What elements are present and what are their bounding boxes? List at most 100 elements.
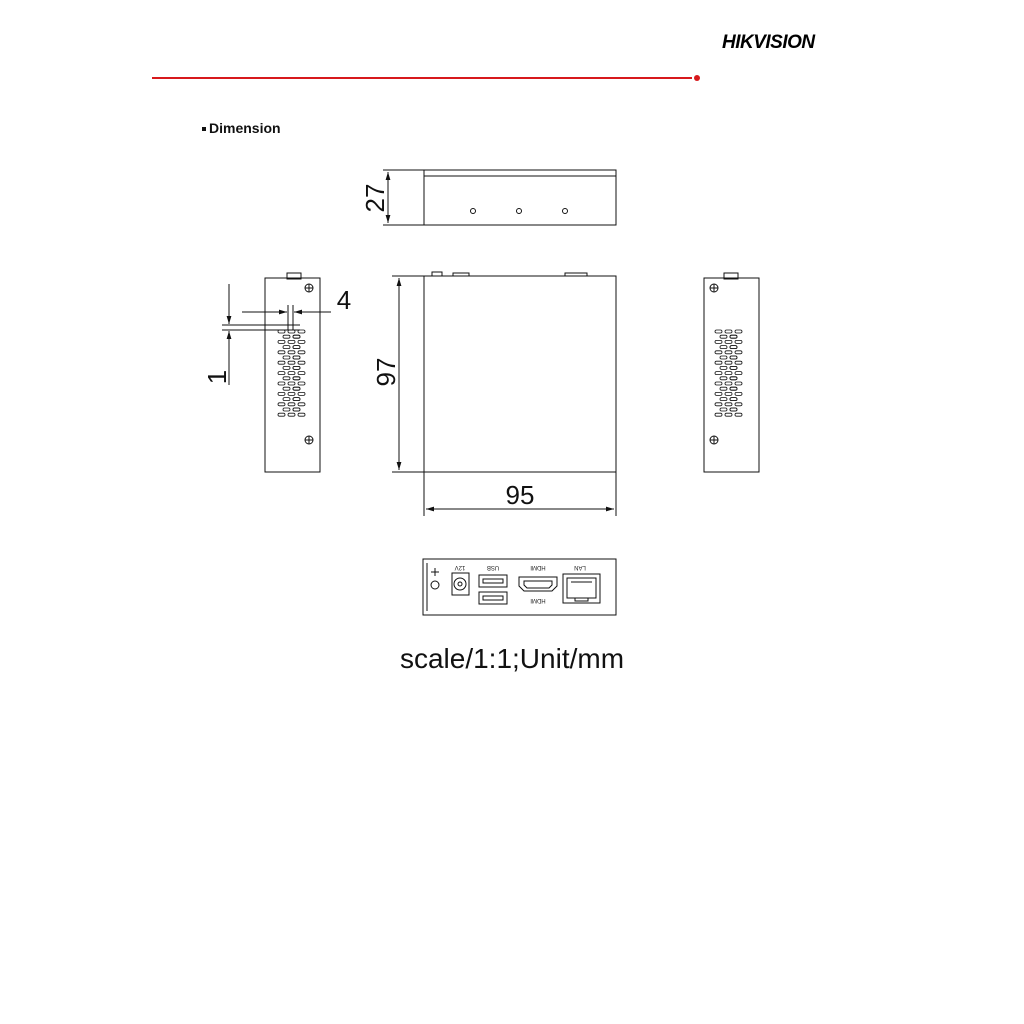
vent-slot <box>724 402 733 407</box>
vent-slot <box>734 329 743 334</box>
vent-slot <box>719 355 728 360</box>
hdmi-port-label: HDMI <box>530 564 546 570</box>
vent-slot <box>282 365 291 370</box>
header-rule <box>152 77 692 79</box>
vent-slots-right <box>714 329 743 417</box>
vent-slot <box>292 345 301 350</box>
vent-slot <box>714 402 723 407</box>
front-view <box>383 169 617 226</box>
vent-slot <box>719 386 728 391</box>
vent-slot <box>282 407 291 412</box>
bullet-icon <box>202 127 206 132</box>
vent-slot <box>292 386 301 391</box>
power-port-label: 12V <box>455 564 466 570</box>
vent-slot <box>714 329 723 334</box>
vent-slot <box>282 397 291 402</box>
vent-slot <box>277 381 286 386</box>
vent-slot <box>297 339 306 344</box>
vent-slot <box>724 360 733 365</box>
vent-slot <box>287 339 296 344</box>
left-side-view <box>222 272 331 473</box>
vent-slot <box>734 350 743 355</box>
vent-slot <box>729 334 738 339</box>
vent-slot <box>734 412 743 417</box>
vent-slot <box>719 407 728 412</box>
vent-slot <box>297 360 306 365</box>
vent-slot <box>714 339 723 344</box>
vent-slot <box>297 402 306 407</box>
vent-slot <box>277 339 286 344</box>
vent-slot <box>287 412 296 417</box>
ground-icon <box>430 568 440 590</box>
hdmi-port-icon <box>518 576 558 592</box>
power-jack-icon <box>451 572 470 596</box>
vent-slot <box>729 365 738 370</box>
width-dimension: 95 <box>506 480 535 510</box>
vent-slot <box>729 345 738 350</box>
vent-slot <box>729 355 738 360</box>
usb-port-icon <box>478 574 508 605</box>
section-title: Dimension <box>202 120 281 136</box>
vent-slot <box>729 397 738 402</box>
hdmi-port-label-2: HDMI <box>530 597 546 603</box>
vent-slot <box>719 345 728 350</box>
vent-slot <box>724 339 733 344</box>
scale-note: scale/1:1;Unit/mm <box>399 643 625 674</box>
vent-slot <box>277 371 286 376</box>
vent-slot <box>297 350 306 355</box>
vent-slot <box>724 381 733 386</box>
vent-slot <box>734 402 743 407</box>
vent-slot <box>734 360 743 365</box>
vent-slot <box>724 412 733 417</box>
vent-slot <box>724 391 733 396</box>
vent-slot <box>277 412 286 417</box>
vent-slot <box>724 371 733 376</box>
vent-slot <box>287 371 296 376</box>
vent-slot <box>282 345 291 350</box>
vent-slot <box>297 371 306 376</box>
vent-slot <box>714 360 723 365</box>
vent-slot <box>277 360 286 365</box>
vent-slots-left <box>277 329 306 417</box>
top-view <box>392 271 617 516</box>
vent-slot <box>287 360 296 365</box>
vent-slot <box>287 381 296 386</box>
vent-slot <box>719 397 728 402</box>
vent-slot <box>724 329 733 334</box>
vent-slot <box>714 391 723 396</box>
height-dimension: 27 <box>360 184 390 213</box>
rear-panel-view <box>422 558 617 616</box>
vent-slot <box>297 391 306 396</box>
usb-port-label: USB <box>487 564 499 570</box>
header-rule-dot <box>694 75 700 81</box>
vent-slot <box>734 381 743 386</box>
vent-slot <box>277 402 286 407</box>
lan-port-label: LAN <box>574 564 586 570</box>
depth-dimension: 97 <box>371 358 401 387</box>
vent-slot <box>282 386 291 391</box>
vent-slot <box>734 391 743 396</box>
vent-slot <box>292 365 301 370</box>
vent-slot <box>282 376 291 381</box>
lan-port-icon <box>562 573 601 604</box>
vent-slot <box>719 376 728 381</box>
vent-slot <box>734 371 743 376</box>
vent-slot <box>287 391 296 396</box>
vent-slot <box>292 376 301 381</box>
slot-width-dimension: 4 <box>337 285 351 315</box>
hikvision-logo: HIKVISION <box>722 32 815 53</box>
slot-gap-dimension: 1 <box>202 370 232 384</box>
vent-slot <box>714 412 723 417</box>
vent-slot <box>277 391 286 396</box>
vent-slot <box>297 329 306 334</box>
vent-slot <box>282 334 291 339</box>
vent-slot <box>724 350 733 355</box>
vent-slot <box>719 334 728 339</box>
vent-slot <box>714 371 723 376</box>
vent-slot <box>714 350 723 355</box>
vent-slot <box>287 350 296 355</box>
vent-slot <box>277 350 286 355</box>
vent-slot <box>719 365 728 370</box>
vent-slot <box>292 334 301 339</box>
